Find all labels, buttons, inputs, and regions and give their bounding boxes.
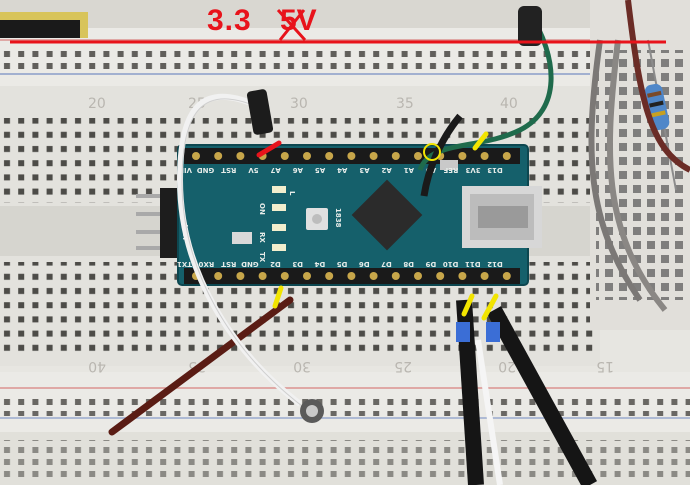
jumper-tip-blue-1 <box>456 322 470 342</box>
solder-pad <box>214 272 223 280</box>
led-rx <box>272 224 286 231</box>
pin-label: RST <box>221 166 236 174</box>
solder-pad <box>369 152 378 160</box>
solder-pad <box>502 152 511 160</box>
grey-wire-1 <box>588 39 643 302</box>
pin-label: D8 <box>403 260 414 268</box>
pin-label: D6 <box>359 260 370 268</box>
pin-label: A6 <box>293 166 303 174</box>
icsp-header-pins <box>136 188 182 258</box>
pin-label: 3V3 <box>465 166 480 174</box>
microcontroller-chip <box>351 179 423 251</box>
led-label: L <box>288 191 296 196</box>
row-number-top: 20 <box>88 96 106 112</box>
led-on <box>272 204 286 211</box>
red-pin-marker <box>256 140 282 158</box>
solder-pad <box>480 272 489 280</box>
pin-label: D10 <box>443 260 459 268</box>
black-wire <box>420 113 463 197</box>
led-label: RX <box>258 232 266 243</box>
pin-label: RST <box>221 260 236 268</box>
row-number-bottom: 30 <box>293 358 311 374</box>
row-number-bottom: 25 <box>394 358 412 374</box>
solder-pad <box>502 272 511 280</box>
solder-pad <box>236 272 245 280</box>
solder-pad <box>391 272 400 280</box>
dark-red-wire-right <box>625 0 690 173</box>
solder-pad <box>480 152 489 160</box>
row-number-top: 35 <box>396 96 414 112</box>
chip-label: 1838 <box>334 208 342 228</box>
solder-pad <box>369 272 378 280</box>
pin-label: VIN <box>178 166 192 174</box>
brown-wire <box>108 296 294 436</box>
solder-pad <box>458 272 467 280</box>
row-number-bottom: 20 <box>498 358 516 374</box>
pin-label: REF <box>443 166 458 174</box>
solder-pad <box>458 152 467 160</box>
solder-pad <box>280 152 289 160</box>
pin-label: A5 <box>315 166 325 174</box>
led-label: TX <box>258 252 266 263</box>
pin-label: D7 <box>381 260 392 268</box>
pin-label: A4 <box>337 166 347 174</box>
jumper-tip-blue-2 <box>486 322 500 342</box>
pin-label: A3 <box>359 166 369 174</box>
pin-label: D5 <box>337 260 348 268</box>
pin-label: GND <box>241 260 259 268</box>
pin-label: A7 <box>270 166 280 174</box>
pin-highlight-circle <box>423 143 441 161</box>
solder-pad <box>414 272 422 280</box>
pin-label: D12 <box>487 260 503 268</box>
green-wire-connector <box>518 6 542 46</box>
solder-pad <box>347 272 356 280</box>
pin-label: D3 <box>292 260 303 268</box>
solder-pad <box>280 272 289 280</box>
row-number-top: 40 <box>500 96 518 112</box>
row-number-bottom: 15 <box>596 358 614 374</box>
annotation-voltage-new: 3.3 <box>207 4 252 37</box>
pin-label: TX1 <box>177 260 192 268</box>
led-label: ON <box>258 203 266 215</box>
strike-x-2 <box>278 9 306 41</box>
pin-label: D11 <box>465 260 481 268</box>
row-number-bottom: 40 <box>88 358 106 374</box>
pin-label: A2 <box>381 166 391 174</box>
solder-pad <box>414 152 422 160</box>
annotation-voltage-old: 5V <box>280 4 317 37</box>
solder-pad <box>391 152 400 160</box>
pin-label: D4 <box>314 260 325 268</box>
solder-pad <box>192 152 200 160</box>
pin-label: A1 <box>404 166 414 174</box>
solder-pad <box>347 152 356 160</box>
solder-pad <box>214 152 223 160</box>
solder-pad <box>303 272 311 280</box>
bottom-pin-labels: TX1 RX0 RST GND D2 D3 D4 D5 D6 D7 D8 D9 D10 D11 D12 <box>177 260 503 268</box>
solder-pad <box>236 152 245 160</box>
pin-label: D9 <box>425 260 436 268</box>
led-l <box>272 186 286 193</box>
yellow-markers <box>272 131 499 321</box>
pin-label: 5V <box>248 166 259 174</box>
grey-wire-2 <box>606 39 668 312</box>
solder-pad <box>258 272 267 280</box>
solder-pad <box>303 152 311 160</box>
pin-label: RX0 <box>198 260 214 268</box>
pin-label: GND <box>197 166 215 174</box>
pin-label: D2 <box>270 260 281 268</box>
pin-label: D13 <box>487 166 503 174</box>
jumper-connector-top <box>246 89 274 135</box>
row-number-top: 30 <box>290 96 308 112</box>
led-tx <box>272 244 286 251</box>
solder-pad <box>325 272 334 280</box>
black-jumper-wire-2 <box>486 306 598 485</box>
solder-pad <box>436 272 445 280</box>
solder-pad <box>325 152 334 160</box>
